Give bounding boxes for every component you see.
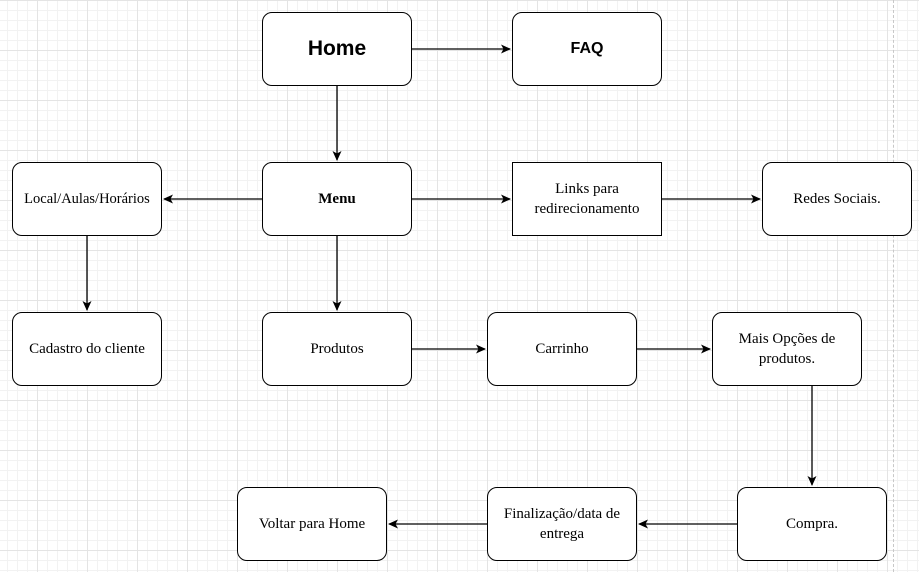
node-redes-sociais[interactable]: Redes Sociais. [762, 162, 912, 236]
node-compra[interactable]: Compra. [737, 487, 887, 561]
node-faq[interactable]: FAQ [512, 12, 662, 86]
node-finalizacao-data-entrega[interactable]: Finalização/data de entrega [487, 487, 637, 561]
node-menu[interactable]: Menu [262, 162, 412, 236]
node-carrinho[interactable]: Carrinho [487, 312, 637, 386]
node-links-redirecionamento[interactable]: Links para redirecionamento [512, 162, 662, 236]
node-voltar-para-home[interactable]: Voltar para Home [237, 487, 387, 561]
node-mais-opcoes-produtos[interactable]: Mais Opções de produtos. [712, 312, 862, 386]
page-boundary-line [893, 0, 894, 572]
node-home[interactable]: Home [262, 12, 412, 86]
node-cadastro-cliente[interactable]: Cadastro do cliente [12, 312, 162, 386]
node-produtos[interactable]: Produtos [262, 312, 412, 386]
node-local-aulas-horarios[interactable]: Local/Aulas/Horários [12, 162, 162, 236]
